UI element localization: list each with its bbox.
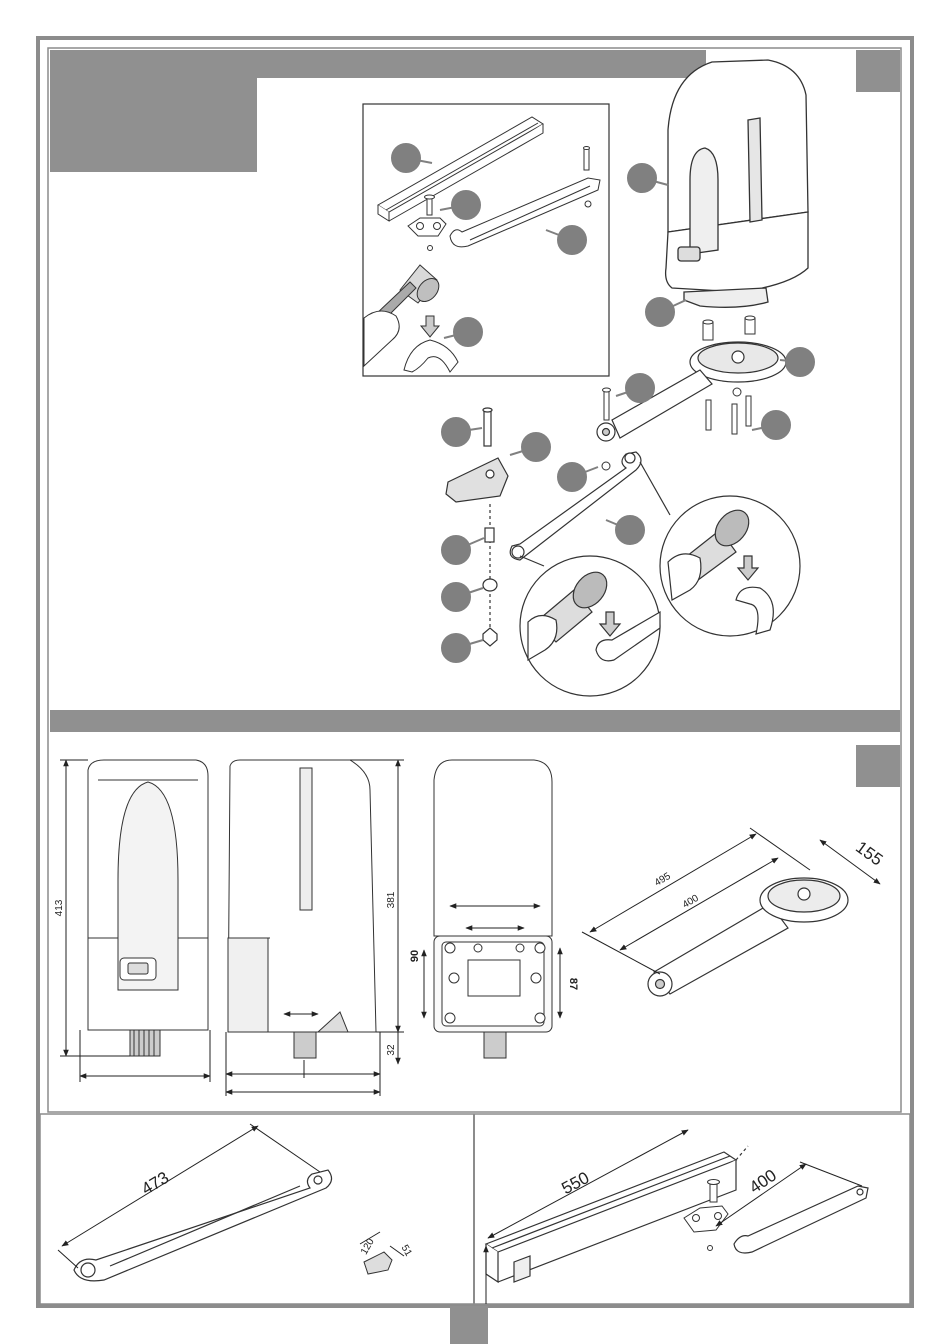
- curved-arm-drawing: [74, 1170, 332, 1281]
- mounting-plate: [597, 342, 786, 441]
- dim-height-front: 413: [54, 899, 65, 916]
- front-cable: [130, 1030, 160, 1056]
- back-view: [434, 760, 552, 1058]
- dim-rail-length: 550: [558, 1168, 592, 1198]
- dim-rail-arm: 400: [746, 1166, 780, 1198]
- dim-arm-centers: 400: [681, 893, 701, 911]
- dim-bracket-b: 51: [399, 1243, 414, 1259]
- dim-mount-left: 90: [409, 950, 421, 962]
- dimension-section: 413 381 32: [54, 760, 886, 1096]
- curved-arm-panel: 473 120 51: [58, 1124, 414, 1281]
- spacers: [703, 316, 755, 340]
- motor-unit: [666, 60, 808, 307]
- detail-circle-right: [640, 462, 800, 636]
- dim-plate-width: 155: [852, 838, 886, 870]
- rail-panel: 550 400: [486, 1130, 868, 1304]
- section-bar: [50, 710, 900, 732]
- exploded-assembly-section: [363, 60, 814, 696]
- dim-height-side: 381: [386, 891, 397, 908]
- dim-arm-total: 495: [653, 871, 673, 889]
- side-view: [228, 760, 376, 1058]
- page-tab: [450, 1306, 488, 1344]
- arm-plate-view: [648, 878, 848, 996]
- section2-tab: [856, 745, 900, 787]
- front-view: [88, 760, 208, 1056]
- dim-mount-right: 87: [567, 978, 579, 990]
- dim-base-offset: 32: [386, 1044, 397, 1056]
- detail-circle-bottom: [520, 556, 660, 696]
- dim-curved-arm: 473: [138, 1168, 172, 1199]
- rail-arm: [734, 1186, 868, 1253]
